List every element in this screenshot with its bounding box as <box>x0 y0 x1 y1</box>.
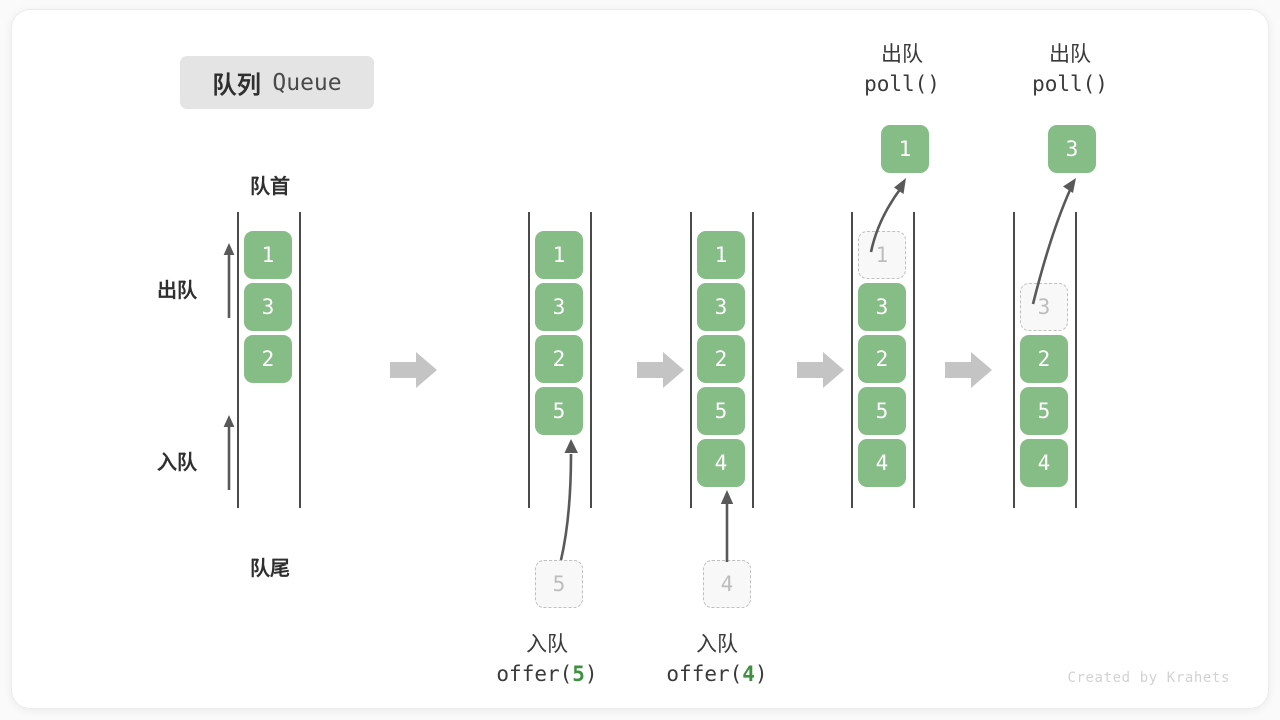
incoming-ghost-cell: 4 <box>703 560 751 608</box>
operation-name: 入队 <box>696 633 738 656</box>
watermark-credit: Created by Krahets <box>1067 670 1230 686</box>
queue-rail-right <box>299 212 301 508</box>
queue-rail-left <box>690 212 692 508</box>
operation-code: poll() <box>1032 71 1108 96</box>
operation-code: poll() <box>864 71 940 96</box>
queue-rail-left <box>1013 212 1015 508</box>
queue-cell: 1 <box>697 231 745 279</box>
step-arrow-icon <box>390 352 437 388</box>
queue-cell: 2 <box>858 335 906 383</box>
queue-rail-left <box>851 212 853 508</box>
dequeue-direction-arrow-icon <box>223 243 235 318</box>
queue-rail-left <box>237 212 239 508</box>
enqueue-motion-arrow-icon <box>559 439 578 561</box>
queue-cell: 5 <box>535 387 583 435</box>
queue-cell-ghost: 1 <box>858 231 906 279</box>
step-arrow-icon <box>637 352 684 388</box>
dequeue-motion-arrow-icon <box>1031 178 1076 305</box>
queue-rail-right <box>590 212 592 508</box>
queue-cell: 5 <box>1020 387 1068 435</box>
queue-cell: 4 <box>858 439 906 487</box>
operation-label-enqueue-4: 入队 offer(4) <box>622 630 812 690</box>
queue-cell: 3 <box>858 283 906 331</box>
operation-code: offer(5) <box>496 661 598 686</box>
step-arrow-icon <box>797 352 844 388</box>
dequeue-direction-label: 出队 <box>157 280 197 302</box>
operation-code: offer(4) <box>666 661 768 686</box>
queue-cell: 1 <box>244 231 292 279</box>
incoming-ghost-cell: 5 <box>535 560 583 608</box>
dequeue-motion-arrow-icon <box>869 178 906 253</box>
queue-cell: 2 <box>1020 335 1068 383</box>
queue-cell: 2 <box>697 335 745 383</box>
operation-label-enqueue-5: 入队 offer(5) <box>452 630 642 690</box>
queue-rail-left <box>528 212 530 508</box>
queue-cell: 3 <box>535 283 583 331</box>
operation-name: 入队 <box>526 633 568 656</box>
title-english: Queue <box>272 69 342 96</box>
queue-tail-caption: 队尾 <box>250 558 290 580</box>
enqueue-motion-arrow-icon <box>720 490 734 562</box>
enqueue-direction-arrow-icon <box>223 415 235 490</box>
dequeued-value-cell: 1 <box>881 125 929 173</box>
diagram-title-badge: 队列 Queue <box>180 56 374 109</box>
queue-cell: 5 <box>858 387 906 435</box>
queue-rail-right <box>1075 212 1077 508</box>
operation-name: 出队 <box>881 43 923 66</box>
dequeued-value-cell: 3 <box>1048 125 1096 173</box>
operation-name: 出队 <box>1049 43 1091 66</box>
queue-cell: 4 <box>1020 439 1068 487</box>
step-arrow-icon <box>945 352 992 388</box>
queue-cell: 5 <box>697 387 745 435</box>
queue-cell: 4 <box>697 439 745 487</box>
enqueue-direction-label: 入队 <box>157 452 197 474</box>
queue-head-caption: 队首 <box>250 176 290 198</box>
title-chinese: 队列 <box>212 72 262 99</box>
queue-cell: 3 <box>697 283 745 331</box>
queue-cell: 2 <box>535 335 583 383</box>
operation-label-dequeue-2: 出队 poll() <box>980 40 1160 100</box>
queue-cell-ghost: 3 <box>1020 283 1068 331</box>
queue-cell: 2 <box>244 335 292 383</box>
queue-rail-right <box>913 212 915 508</box>
diagram-card: 队列 Queue 队首 队尾 出队 入队 1 3 2 <box>12 10 1268 708</box>
queue-rail-right <box>752 212 754 508</box>
operation-label-dequeue-1: 出队 poll() <box>812 40 992 100</box>
queue-cell: 1 <box>535 231 583 279</box>
queue-cell: 3 <box>244 283 292 331</box>
